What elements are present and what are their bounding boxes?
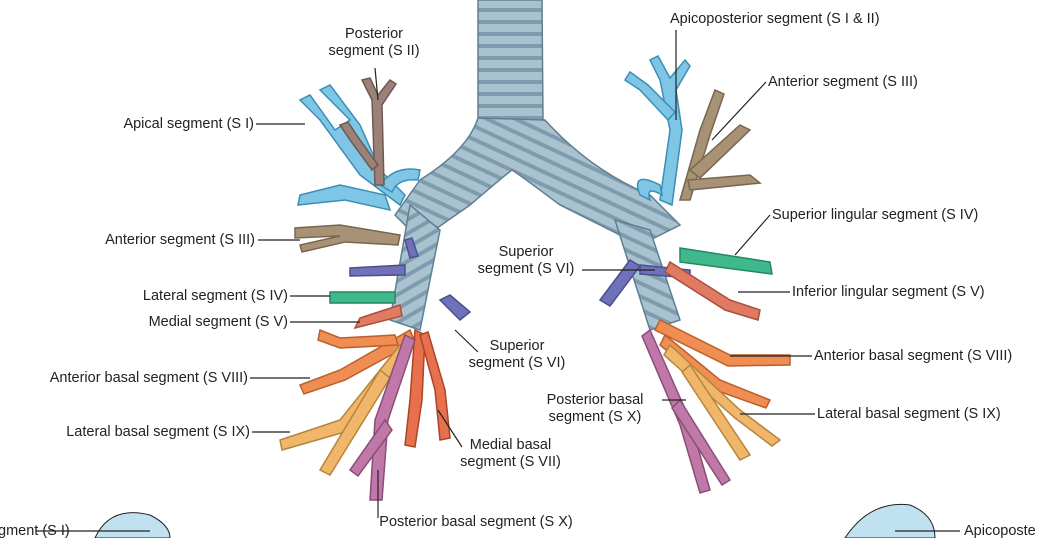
left-lung-apex-outline [95,513,170,538]
right-lung-apex-outline [845,504,935,538]
label-apical-segment: Apical segment (S I) [60,116,254,133]
main-bronchi [390,118,680,330]
label-line: segment (S X) [530,409,660,426]
label-lateral-segment: Lateral segment (S IV) [80,288,288,305]
label-anterior-segment-left: Anterior segment (S III) [40,232,255,249]
label-posterior-basal-segment-bottom: Posterior basal segment (S X) [360,514,592,531]
lateral-segment-branch [330,292,395,303]
label-line: segment (S II) [318,43,430,60]
superior-lingular-branches [680,248,772,274]
label-medial-segment: Medial segment (S V) [80,314,288,331]
label-anterior-basal-segment-right: Anterior basal segment (S VIII) [814,348,1012,365]
label-line: Superior [468,338,566,355]
label-superior-lingular-segment: Superior lingular segment (S IV) [772,207,978,224]
label-lateral-basal-segment-right: Lateral basal segment (S IX) [817,406,1001,423]
label-line: Posterior [318,26,430,43]
label-superior-segment-center: Superior segment (S VI) [470,244,582,278]
label-superior-segment-left: Superior segment (S VI) [468,338,566,372]
label-inferior-lingular-segment: Inferior lingular segment (S V) [792,284,985,301]
label-line: segment (S VII) [448,454,573,471]
anterior-segment-right-branches [680,90,760,200]
trachea [478,0,543,128]
anterior-segment-left-branches [295,225,400,252]
apicoposterior-segment-branches [625,56,690,205]
medial-segment-branch [355,305,402,328]
label-lateral-basal-segment-left: Lateral basal segment (S IX) [20,424,250,441]
label-anterior-segment-right: Anterior segment (S III) [768,74,918,91]
label-anterior-basal-segment-left: Anterior basal segment (S VIII) [0,370,248,387]
label-line: Posterior basal [530,392,660,409]
label-medial-basal-segment: Medial basal segment (S VII) [448,437,573,471]
label-line: segment (S VI) [468,355,566,372]
label-line: Medial basal [448,437,573,454]
label-posterior-segment: Posterior segment (S II) [318,26,430,60]
label-posterior-basal-segment-right: Posterior basal segment (S X) [530,392,660,426]
label-apicoposterior-segment: Apicoposterior segment (S I & II) [670,11,880,28]
label-line: segment (S VI) [470,261,582,278]
label-line: Superior [470,244,582,261]
label-bottom-right-cut: Apicoposte [964,523,1036,540]
label-bottom-left-cut: gment (S I) [0,523,70,540]
